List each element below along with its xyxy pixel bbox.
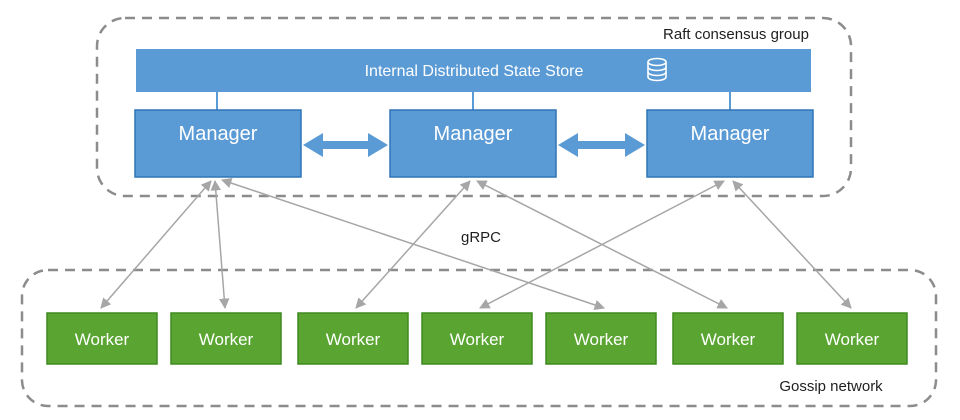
raft-consensus-group-boundary <box>95 16 853 198</box>
gossip-network-label: Gossip network <box>779 378 883 395</box>
grpc-connector <box>479 180 725 309</box>
grpc-connector <box>210 179 230 310</box>
worker-label: Worker <box>574 330 629 349</box>
raft-consensus-group-label: Raft consensus group <box>663 26 809 43</box>
worker-node <box>545 312 657 365</box>
worker-node <box>170 312 282 365</box>
worker-label: Worker <box>199 330 254 349</box>
worker-label: Worker <box>75 330 130 349</box>
state-store-label: Internal Distributed State Store <box>365 63 584 80</box>
manager-peer-arrow <box>303 133 388 157</box>
grpc-connector <box>355 180 471 309</box>
worker-label: Worker <box>701 330 756 349</box>
manager-label: Manager <box>691 123 770 145</box>
grpc-connector <box>732 180 852 309</box>
database-icon <box>647 57 667 82</box>
worker-node <box>297 312 409 365</box>
worker-node <box>672 312 784 365</box>
worker-label: Worker <box>450 330 505 349</box>
state-store-bar <box>136 49 811 92</box>
worker-node <box>796 312 908 365</box>
manager-label: Manager <box>179 123 258 145</box>
manager-node <box>646 109 814 178</box>
grpc-label: gRPC <box>461 229 501 246</box>
worker-node <box>421 312 533 365</box>
worker-label: Worker <box>825 330 880 349</box>
manager-label: Manager <box>434 123 513 145</box>
worker-label: Worker <box>326 330 381 349</box>
grpc-connector <box>100 180 212 309</box>
manager-peer-arrow <box>558 133 645 157</box>
manager-node <box>134 109 302 178</box>
manager-node <box>389 109 557 178</box>
worker-node <box>46 312 158 365</box>
grpc-connectors <box>100 178 852 310</box>
